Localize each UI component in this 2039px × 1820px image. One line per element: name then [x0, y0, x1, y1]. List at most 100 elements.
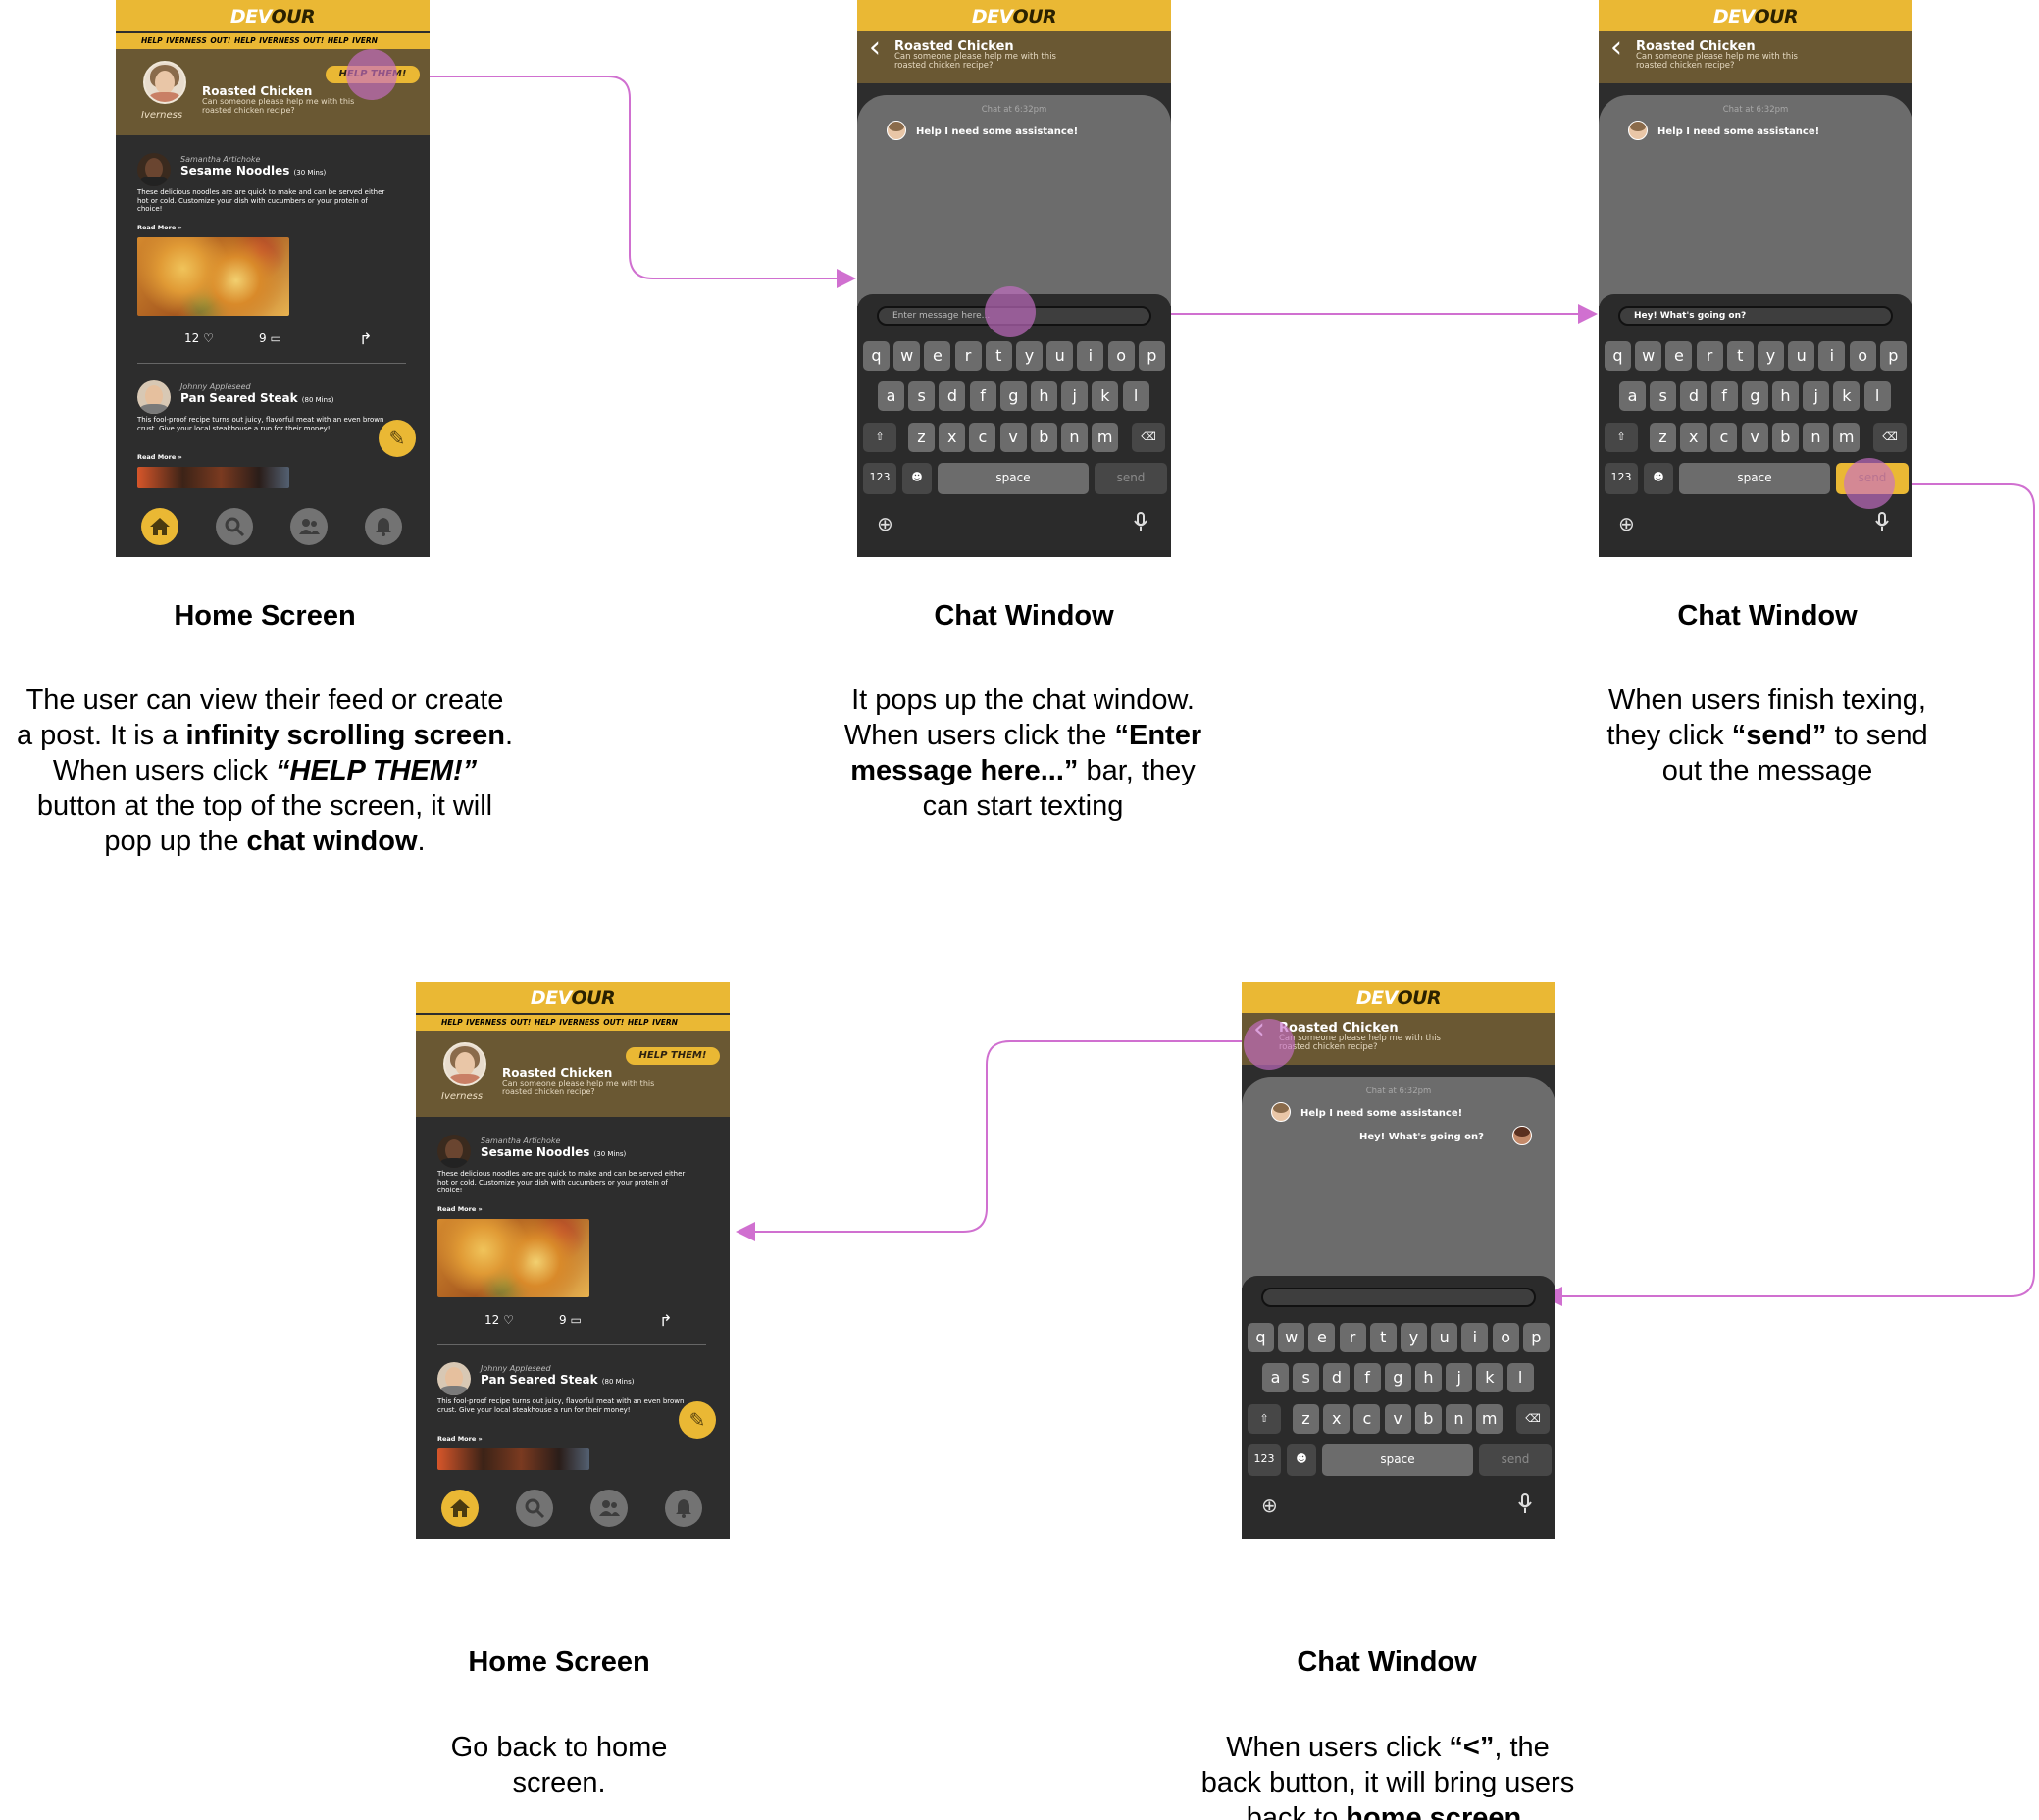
key-q[interactable]: q — [863, 341, 890, 371]
key-q[interactable]: q — [1605, 341, 1631, 371]
message-input[interactable]: Hey! What's going on? — [1618, 306, 1893, 326]
key-b[interactable]: b — [1414, 1404, 1442, 1434]
space-key[interactable]: space — [1679, 463, 1830, 494]
nav-notification-icon[interactable] — [365, 508, 402, 545]
key-y[interactable]: y — [1401, 1323, 1427, 1352]
key-z[interactable]: z — [1293, 1404, 1319, 1434]
globe-icon[interactable]: ⊕ — [1261, 1493, 1278, 1517]
key-j[interactable]: j — [1803, 381, 1830, 411]
comment-count[interactable]: 9 ▭ — [259, 331, 281, 345]
shift-key[interactable]: ⇧ — [863, 423, 896, 452]
send-button[interactable]: send — [1479, 1444, 1552, 1476]
key-w[interactable]: w — [893, 341, 921, 371]
key-m[interactable]: m — [1833, 423, 1861, 452]
key-c[interactable]: c — [1353, 1404, 1381, 1434]
key-f[interactable]: f — [1710, 381, 1738, 411]
key-r[interactable]: r — [954, 341, 982, 371]
nav-search-icon[interactable] — [216, 508, 253, 545]
key-h[interactable]: h — [1772, 381, 1799, 411]
key-f[interactable]: f — [1353, 1363, 1381, 1392]
nav-home-icon[interactable] — [441, 1490, 479, 1527]
read-more-link[interactable]: Read More » — [437, 1205, 483, 1213]
key-d[interactable]: d — [939, 381, 966, 411]
key-e[interactable]: e — [1665, 341, 1693, 371]
key-u[interactable]: u — [1431, 1323, 1458, 1352]
key-q[interactable]: q — [1248, 1323, 1274, 1352]
key-a[interactable]: a — [1262, 1363, 1289, 1392]
emoji-key[interactable]: ☻ — [1287, 1444, 1316, 1476]
key-o[interactable]: o — [1107, 341, 1135, 371]
key-t[interactable]: t — [1369, 1323, 1397, 1352]
key-j[interactable]: j — [1446, 1363, 1473, 1392]
key-h[interactable]: h — [1415, 1363, 1442, 1392]
key-u[interactable]: u — [1788, 341, 1815, 371]
key-b[interactable]: b — [1030, 423, 1057, 452]
key-s[interactable]: s — [908, 381, 936, 411]
share-icon[interactable]: ↱ — [359, 329, 373, 348]
nav-search-icon[interactable] — [516, 1490, 553, 1527]
key-d[interactable]: d — [1323, 1363, 1351, 1392]
key-i[interactable]: i — [1818, 341, 1846, 371]
microphone-icon[interactable] — [1518, 1493, 1532, 1520]
key-o[interactable]: o — [1849, 341, 1876, 371]
back-button[interactable]: ‹ — [1610, 30, 1622, 65]
microphone-icon[interactable] — [1134, 512, 1147, 538]
key-h[interactable]: h — [1031, 381, 1057, 411]
key-k[interactable]: k — [1092, 381, 1119, 411]
key-t[interactable]: t — [1726, 341, 1754, 371]
key-k[interactable]: k — [1833, 381, 1861, 411]
key-c[interactable]: c — [969, 423, 996, 452]
key-v[interactable]: v — [999, 423, 1027, 452]
read-more-link[interactable]: Read More » — [437, 1435, 483, 1442]
key-r[interactable]: r — [1696, 341, 1723, 371]
key-t[interactable]: t — [985, 341, 1012, 371]
key-e[interactable]: e — [924, 341, 951, 371]
globe-icon[interactable]: ⊕ — [1618, 512, 1635, 535]
microphone-icon[interactable] — [1875, 512, 1889, 538]
key-e[interactable]: e — [1308, 1323, 1336, 1352]
nav-notification-icon[interactable] — [665, 1490, 702, 1527]
key-y[interactable]: y — [1758, 341, 1784, 371]
key-w[interactable]: w — [1278, 1323, 1305, 1352]
space-key[interactable]: space — [938, 463, 1089, 494]
key-i[interactable]: i — [1077, 341, 1104, 371]
shift-key[interactable]: ⇧ — [1248, 1404, 1281, 1434]
key-p[interactable]: p — [1522, 1323, 1550, 1352]
backspace-key[interactable]: ⌫ — [1516, 1404, 1550, 1434]
comment-count[interactable]: 9 ▭ — [559, 1313, 582, 1327]
emoji-key[interactable]: ☻ — [902, 463, 932, 494]
key-i[interactable]: i — [1461, 1323, 1489, 1352]
key-g[interactable]: g — [999, 381, 1027, 411]
key-o[interactable]: o — [1492, 1323, 1519, 1352]
key-s[interactable]: s — [1293, 1363, 1320, 1392]
key-x[interactable]: x — [1680, 423, 1708, 452]
back-button[interactable]: ‹ — [869, 30, 881, 65]
key-l[interactable]: l — [1863, 381, 1891, 411]
backspace-key[interactable]: ⌫ — [1873, 423, 1907, 452]
key-b[interactable]: b — [1771, 423, 1799, 452]
create-post-button[interactable]: ✎ — [679, 1401, 716, 1439]
key-m[interactable]: m — [1476, 1404, 1504, 1434]
globe-icon[interactable]: ⊕ — [877, 512, 893, 535]
send-button[interactable]: send — [1095, 463, 1167, 494]
nav-community-icon[interactable] — [290, 508, 328, 545]
key-j[interactable]: j — [1061, 381, 1089, 411]
key-p[interactable]: p — [1138, 341, 1165, 371]
key-n[interactable]: n — [1446, 1404, 1472, 1434]
key-p[interactable]: p — [1879, 341, 1907, 371]
numbers-key[interactable]: 123 — [863, 463, 896, 494]
key-g[interactable]: g — [1741, 381, 1768, 411]
shift-key[interactable]: ⇧ — [1605, 423, 1638, 452]
key-z[interactable]: z — [908, 423, 935, 452]
key-d[interactable]: d — [1680, 381, 1708, 411]
key-k[interactable]: k — [1476, 1363, 1504, 1392]
create-post-button[interactable]: ✎ — [379, 420, 416, 457]
key-v[interactable]: v — [1384, 1404, 1411, 1434]
share-icon[interactable]: ↱ — [659, 1311, 673, 1330]
numbers-key[interactable]: 123 — [1605, 463, 1638, 494]
key-l[interactable]: l — [1122, 381, 1149, 411]
like-count[interactable]: 12 ♡ — [184, 331, 214, 345]
key-v[interactable]: v — [1741, 423, 1768, 452]
key-a[interactable]: a — [1619, 381, 1646, 411]
read-more-link[interactable]: Read More » — [137, 453, 182, 461]
